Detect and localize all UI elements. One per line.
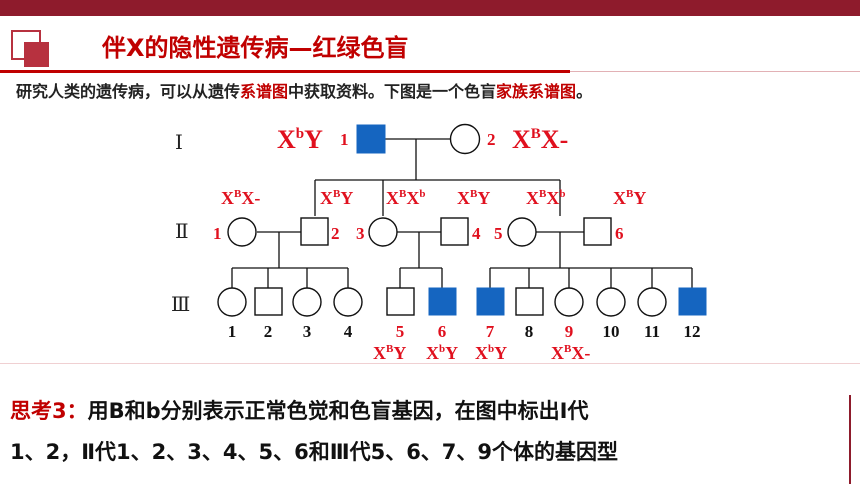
- intro-part: 中获取资料。下图是一个色盲: [288, 82, 497, 101]
- individual-number-III-4: 4: [344, 322, 353, 341]
- individual-number-I-1: 1: [340, 130, 349, 149]
- question-line-1: 思考3：用B和b分别表示正常色觉和色盲基因，在图中标出I代: [10, 395, 588, 425]
- individual-number-II-3: 3: [356, 224, 365, 243]
- individual-number-III-2: 2: [264, 322, 273, 341]
- genotype-I-2: XBX-: [512, 125, 568, 154]
- individual-III-7-affected-male: [476, 287, 505, 316]
- individual-number-II-6: 6: [615, 224, 624, 243]
- individual-number-III-12: 12: [684, 322, 701, 341]
- individual-III-2-male: [254, 287, 283, 316]
- individual-number-III-8: 8: [525, 322, 534, 341]
- individual-number-I-2: 2: [487, 130, 496, 149]
- question-text-2: 1、2，Ⅱ代1、2、3、4、5、6和Ⅲ代5、6、7、9个体的基因型: [10, 440, 619, 464]
- intro-part: 。: [576, 82, 593, 101]
- genotype-II-2: XBY: [320, 188, 353, 208]
- individual-III-12-affected-male: [678, 287, 707, 316]
- genotype-III-9: XBX-: [551, 343, 590, 363]
- pedigree-lines: [231, 138, 693, 288]
- question-line-2: 1、2，Ⅱ代1、2、3、4、5、6和Ⅲ代5、6、7、9个体的基因型: [10, 436, 618, 466]
- separator-line: [0, 363, 860, 364]
- individual-II-3-female: [368, 217, 398, 247]
- genotype-I-1: XbY: [277, 125, 323, 154]
- individual-III-5-male: [386, 287, 415, 316]
- individual-II-6-male: [583, 217, 612, 246]
- generation-label-II: Ⅱ: [175, 221, 189, 243]
- individual-number-III-5: 5: [396, 322, 405, 341]
- intro-highlight: 系谱图: [240, 82, 289, 101]
- individual-III-4-female: [333, 287, 363, 317]
- individual-number-II-1: 1: [213, 224, 222, 243]
- individual-I-2-female: [449, 123, 481, 155]
- individual-III-1-female: [217, 287, 247, 317]
- individual-III-10-female: [596, 287, 626, 317]
- individual-III-3-female: [292, 287, 322, 317]
- intro-highlight: 家族系谱图: [496, 82, 577, 101]
- individual-number-II-2: 2: [331, 224, 340, 243]
- individual-III-11-female: [637, 287, 667, 317]
- page-title: 伴X的隐性遗传病—红绿色盲: [102, 34, 409, 62]
- genotype-III-5: XBY: [373, 343, 406, 363]
- question-prefix: 思考3：: [10, 399, 88, 423]
- individual-III-9-female: [554, 287, 584, 317]
- individual-number-III-1: 1: [228, 322, 237, 341]
- individual-number-II-5: 5: [494, 224, 503, 243]
- individual-II-5-female: [507, 217, 537, 247]
- question-text-1: 用B和b分别表示正常色觉和色盲基因，在图中标出I代: [87, 399, 589, 423]
- individual-number-III-10: 10: [603, 322, 620, 341]
- individual-number-III-9: 9: [565, 322, 574, 341]
- individual-number-III-6: 6: [438, 322, 447, 341]
- genotype-III-6: XbY: [426, 343, 458, 363]
- top-banner-bar: [0, 0, 860, 16]
- genotype-II-1: XBX-: [221, 188, 260, 208]
- individual-II-1-female: [227, 217, 257, 247]
- genotype-II-5: XBXb: [526, 188, 565, 208]
- intro-part: 研究人类的遗传病，可以从遗传: [16, 82, 241, 101]
- individual-II-4-male: [440, 217, 469, 246]
- intro-text: 研究人类的遗传病，可以从遗传系谱图中获取资料。下图是一个色盲家族系谱图。: [16, 78, 592, 102]
- individual-III-6-affected-male: [428, 287, 457, 316]
- genotype-II-6: XBY: [613, 188, 646, 208]
- individual-number-II-4: 4: [472, 224, 481, 243]
- individual-number-III-3: 3: [303, 322, 312, 341]
- side-accent-bar: [849, 395, 851, 484]
- genotype-II-4: XBY: [457, 188, 490, 208]
- genotype-III-7: XbY: [475, 343, 507, 363]
- pedigree-diagram: Ⅰ Ⅱ Ⅲ 1 2 1: [171, 123, 707, 363]
- title-underline: [0, 70, 860, 73]
- individual-number-III-11: 11: [644, 322, 660, 341]
- generation-label-III: Ⅲ: [171, 294, 190, 316]
- individual-I-1-affected-male: [356, 124, 386, 154]
- generation-label-I: Ⅰ: [175, 132, 183, 154]
- individual-number-III-7: 7: [486, 322, 495, 341]
- genotype-II-3: XBXb: [386, 188, 425, 208]
- individual-II-2-male: [300, 217, 329, 246]
- individual-III-8-male: [515, 287, 544, 316]
- logo-square-filled: [24, 42, 49, 67]
